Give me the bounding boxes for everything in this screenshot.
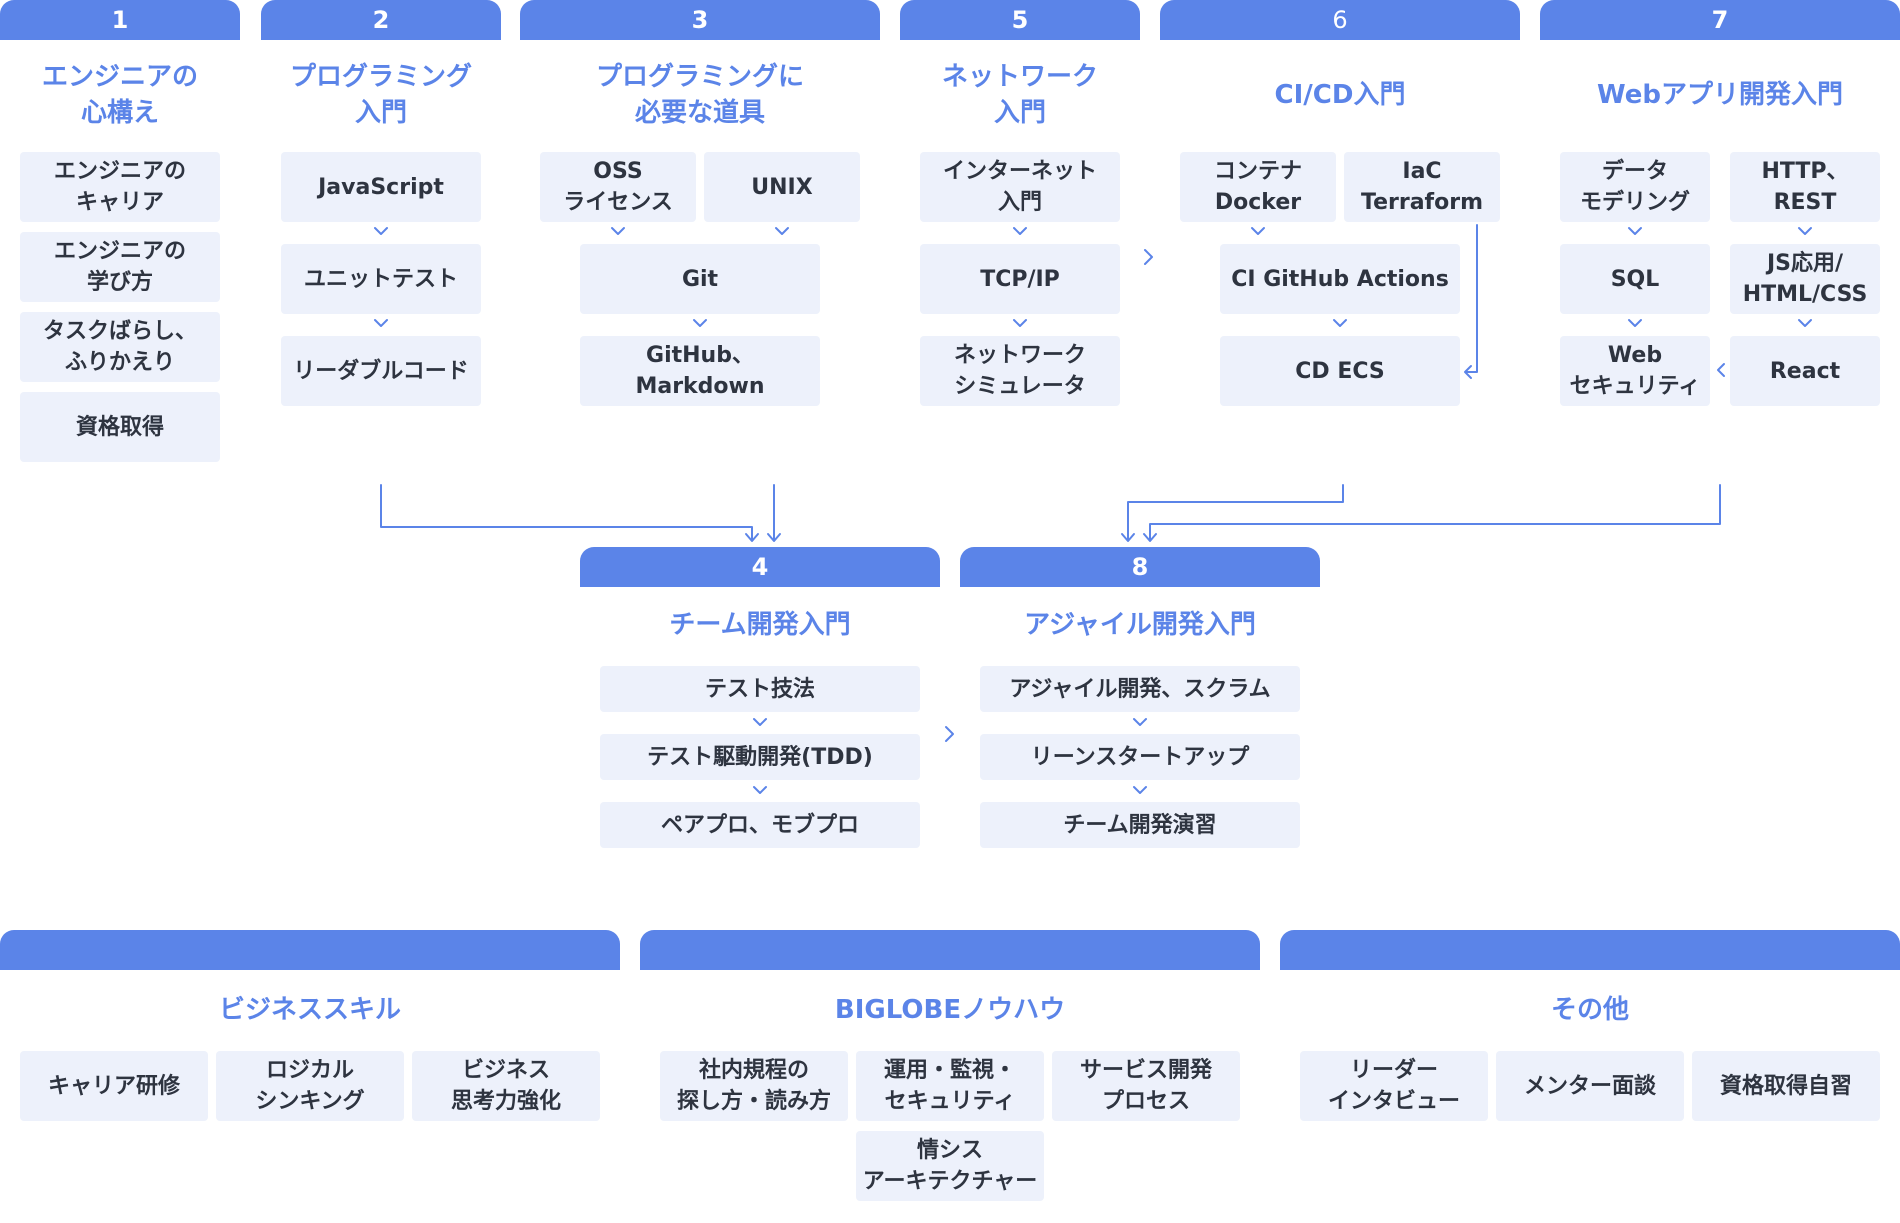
chevron-left-icon (1717, 363, 1725, 377)
title-group-business: ビジネススキル (218, 995, 401, 1025)
item-react: React (1730, 336, 1880, 406)
item-certification: 資格取得 (20, 392, 220, 462)
chevron-down-icon (1333, 319, 1347, 327)
chevron-down-icon (775, 227, 789, 235)
item-readable-code: リーダブルコード (281, 336, 481, 406)
tab-course-6: 6 (1160, 0, 1520, 40)
chevron-right-icon (1144, 249, 1153, 265)
chevron-down-icon (1013, 319, 1027, 327)
title-course-8: アジャイル開発入門 (1024, 610, 1256, 640)
chevron-down-icon (611, 227, 625, 235)
arrow-left-icon (1464, 365, 1472, 379)
item-lean-startup: リーンスタートアップ (980, 734, 1300, 780)
connector-course7-to-8 (1149, 484, 1721, 541)
title-group-others: その他 (1550, 995, 1629, 1025)
tab-course-4: 4 (580, 547, 940, 587)
item-ops-monitoring-security: 運用・監視・ セキュリティ (856, 1051, 1044, 1121)
title-course-6: CI/CD入門 (1274, 80, 1406, 110)
item-agile-scrum: アジャイル開発、スクラム (980, 666, 1300, 712)
item-career-training: キャリア研修 (20, 1051, 208, 1121)
item-logical-thinking: ロジカル シンキング (216, 1051, 404, 1121)
item-test-techniques: テスト技法 (600, 666, 920, 712)
item-container-docker: コンテナ Docker (1180, 152, 1336, 222)
item-oss-license: OSS ライセンス (540, 152, 696, 222)
item-cd-ecs: CD ECS (1220, 336, 1460, 406)
tab-course-2: 2 (261, 0, 501, 40)
chevron-down-icon (1133, 718, 1147, 726)
item-http-rest: HTTP、 REST (1730, 152, 1880, 222)
chevron-down-icon (1628, 319, 1642, 327)
arrow-down-icon (767, 533, 781, 542)
chevron-down-icon (1798, 319, 1812, 327)
item-unix: UNIX (704, 152, 860, 222)
item-github-markdown: GitHub、 Markdown (580, 336, 820, 406)
item-it-architecture: 情シス アーキテクチャー (856, 1131, 1044, 1201)
tab-group-business (0, 930, 620, 970)
tab-group-biglobe (640, 930, 1260, 970)
item-leader-interview: リーダー インタビュー (1300, 1051, 1488, 1121)
item-network-simulator: ネットワーク シミュレータ (920, 336, 1120, 406)
tab-course-7: 7 (1540, 0, 1900, 40)
chevron-down-icon (1251, 227, 1265, 235)
arrow-down-icon (745, 533, 759, 542)
chevron-right-icon (945, 726, 954, 742)
item-git: Git (580, 244, 820, 314)
chevron-down-icon (374, 319, 388, 327)
chevron-down-icon (1133, 786, 1147, 794)
chevron-down-icon (753, 718, 767, 726)
item-engineer-career: エンジニアの キャリア (20, 152, 220, 222)
item-engineer-learning: エンジニアの 学び方 (20, 232, 220, 302)
item-internet-intro: インターネット 入門 (920, 152, 1120, 222)
title-group-biglobe: BIGLOBEノウハウ (834, 995, 1066, 1025)
connector-terraform-ecs (1465, 224, 1478, 373)
title-course-3: プログラミングに 必要な道具 (595, 62, 804, 128)
item-data-modeling: データ モデリング (1560, 152, 1710, 222)
item-unit-test: ユニットテスト (281, 244, 481, 314)
item-task-retro: タスクばらし、 ふりかえり (20, 312, 220, 382)
title-course-4: チーム開発入門 (669, 610, 851, 640)
chevron-down-icon (753, 786, 767, 794)
chevron-down-icon (1013, 227, 1027, 235)
title-course-7: Webアプリ開発入門 (1597, 80, 1843, 110)
item-cert-self-study: 資格取得自習 (1692, 1051, 1880, 1121)
connector-course6-to-8 (1127, 484, 1344, 541)
item-tcp-ip: TCP/IP (920, 244, 1120, 314)
tab-course-3: 3 (520, 0, 880, 40)
item-team-dev-exercise: チーム開発演習 (980, 802, 1300, 848)
chevron-down-icon (374, 227, 388, 235)
item-sql: SQL (1560, 244, 1710, 314)
title-course-2: プログラミング 入門 (289, 62, 472, 128)
item-iac-terraform: IaC Terraform (1344, 152, 1500, 222)
tab-course-8: 8 (960, 547, 1320, 587)
item-company-rules: 社内規程の 探し方・読み方 (660, 1051, 848, 1121)
chevron-down-icon (693, 319, 707, 327)
arrow-down-icon (1121, 533, 1135, 542)
title-course-5: ネットワーク 入門 (941, 62, 1098, 128)
item-business-thinking: ビジネス 思考力強化 (412, 1051, 600, 1121)
connector-course2-to-4 (380, 484, 753, 541)
chevron-down-icon (1628, 227, 1642, 235)
tab-group-others (1280, 930, 1900, 970)
item-mentor-meeting: メンター面談 (1496, 1051, 1684, 1121)
item-ci-github-actions: CI GitHub Actions (1220, 244, 1460, 314)
item-pair-mob-programming: ペアプロ、モブプロ (600, 802, 920, 848)
tab-course-5: 5 (900, 0, 1140, 40)
item-js-html-css: JS応用/ HTML/CSS (1730, 244, 1880, 314)
item-tdd: テスト駆動開発(TDD) (600, 734, 920, 780)
tab-course-1: 1 (0, 0, 240, 40)
arrow-down-icon (1143, 533, 1157, 542)
title-course-1: エンジニアの 心構え (41, 62, 198, 128)
item-service-dev-process: サービス開発 プロセス (1052, 1051, 1240, 1121)
chevron-down-icon (1798, 227, 1812, 235)
item-javascript: JavaScript (281, 152, 481, 222)
item-web-security: Web セキュリティ (1560, 336, 1710, 406)
